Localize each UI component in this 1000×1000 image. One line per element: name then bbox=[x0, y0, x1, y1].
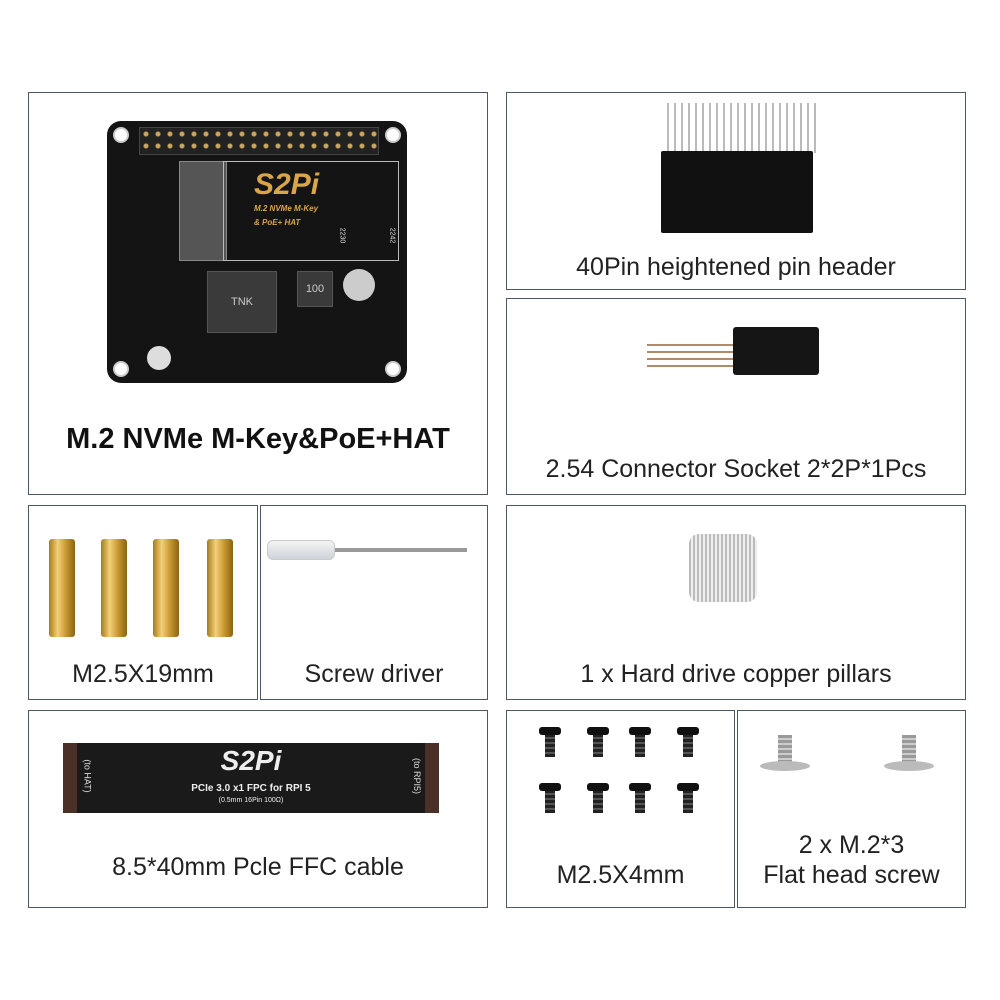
pin-header-image bbox=[661, 151, 813, 233]
screw-image bbox=[677, 783, 699, 813]
standoff-image bbox=[153, 539, 179, 637]
screw-image bbox=[629, 783, 651, 813]
panel-pin-header: 40Pin heightened pin header bbox=[506, 92, 966, 290]
panel-standoffs: M2.5X19mm bbox=[28, 505, 258, 700]
ffc-cable-image: (to HAT) (to RPI5) S2Pi PCIe 3.0 x1 FPC … bbox=[63, 743, 439, 813]
gpio-header bbox=[139, 127, 379, 155]
flat-screw-image bbox=[884, 761, 934, 771]
pins bbox=[667, 103, 817, 153]
capacitor bbox=[343, 269, 375, 301]
screwdriver-shaft bbox=[335, 548, 467, 552]
mount-hole bbox=[385, 127, 401, 143]
standoff-image bbox=[101, 539, 127, 637]
ssd-area: S2Pi M.2 NVMe M-Key & PoE+ HAT 2230 2242 bbox=[223, 161, 399, 261]
flat-screw-image bbox=[760, 761, 810, 771]
mount-hole bbox=[113, 127, 129, 143]
panel-cable: (to HAT) (to RPI5) S2Pi PCIe 3.0 x1 FPC … bbox=[28, 710, 488, 908]
screw-image bbox=[539, 727, 561, 757]
screwdriver-label: Screw driver bbox=[304, 660, 444, 688]
screw-image bbox=[539, 783, 561, 813]
screws-label: M2.5X4mm bbox=[556, 861, 685, 889]
mount-hole bbox=[113, 361, 129, 377]
standoff-image bbox=[49, 539, 75, 637]
connector-pins bbox=[647, 343, 737, 367]
mount-hole bbox=[385, 361, 401, 377]
cable-brand: S2Pi bbox=[220, 745, 282, 776]
panel-hat-board: S2Pi M.2 NVMe M-Key & PoE+ HAT 2230 2242… bbox=[28, 92, 488, 495]
panel-screws: M2.5X4mm bbox=[506, 710, 735, 908]
inductor: 100 bbox=[297, 271, 333, 307]
flat-screw-thread bbox=[902, 735, 916, 763]
board-text: & PoE+ HAT bbox=[254, 218, 301, 227]
standoffs-label: M2.5X19mm bbox=[72, 660, 214, 688]
board-text: M.2 NVMe M-Key bbox=[254, 204, 319, 213]
connector-label: 2.54 Connector Socket 2*2P*1Pcs bbox=[545, 455, 927, 483]
cable-label: 8.5*40mm Pcle FFC cable bbox=[112, 853, 404, 881]
transformer-chip: TNK bbox=[207, 271, 277, 333]
standoff-image bbox=[207, 539, 233, 637]
panel-flat-screws: 2 x M.2*3 Flat head screw bbox=[737, 710, 966, 908]
flat-screw-thread bbox=[778, 735, 792, 763]
pillar-image bbox=[689, 534, 757, 602]
size-mark: 2230 bbox=[338, 227, 346, 244]
panel-connector: 2.54 Connector Socket 2*2P*1Pcs bbox=[506, 298, 966, 495]
pillar-label: 1 x Hard drive copper pillars bbox=[580, 660, 892, 688]
m2-slot bbox=[179, 161, 227, 261]
screw-image bbox=[677, 727, 699, 757]
flat-screws-label: 2 x M.2*3 bbox=[798, 831, 905, 859]
panel-screwdriver: Screw driver bbox=[260, 505, 488, 700]
connector-image bbox=[733, 327, 819, 375]
pin-header-label: 40Pin heightened pin header bbox=[576, 253, 896, 281]
cable-text: (0.5mm 16Pin 100Ω) bbox=[218, 797, 284, 804]
screwdriver-handle bbox=[267, 540, 335, 560]
capacitor bbox=[147, 346, 171, 370]
size-mark: 2242 bbox=[388, 227, 396, 244]
cable-text: PCIe 3.0 x1 FPC for RPI 5 bbox=[191, 783, 311, 794]
board-brand: S2Pi bbox=[254, 168, 320, 201]
flat-screws-label: Flat head screw bbox=[763, 861, 940, 889]
screw-image bbox=[587, 783, 609, 813]
screw-image bbox=[629, 727, 651, 757]
hat-label: M.2 NVMe M-Key&PoE+HAT bbox=[66, 423, 450, 455]
hat-board-image: S2Pi M.2 NVMe M-Key & PoE+ HAT 2230 2242… bbox=[107, 121, 407, 383]
screw-image bbox=[587, 727, 609, 757]
panel-pillar: 1 x Hard drive copper pillars bbox=[506, 505, 966, 700]
